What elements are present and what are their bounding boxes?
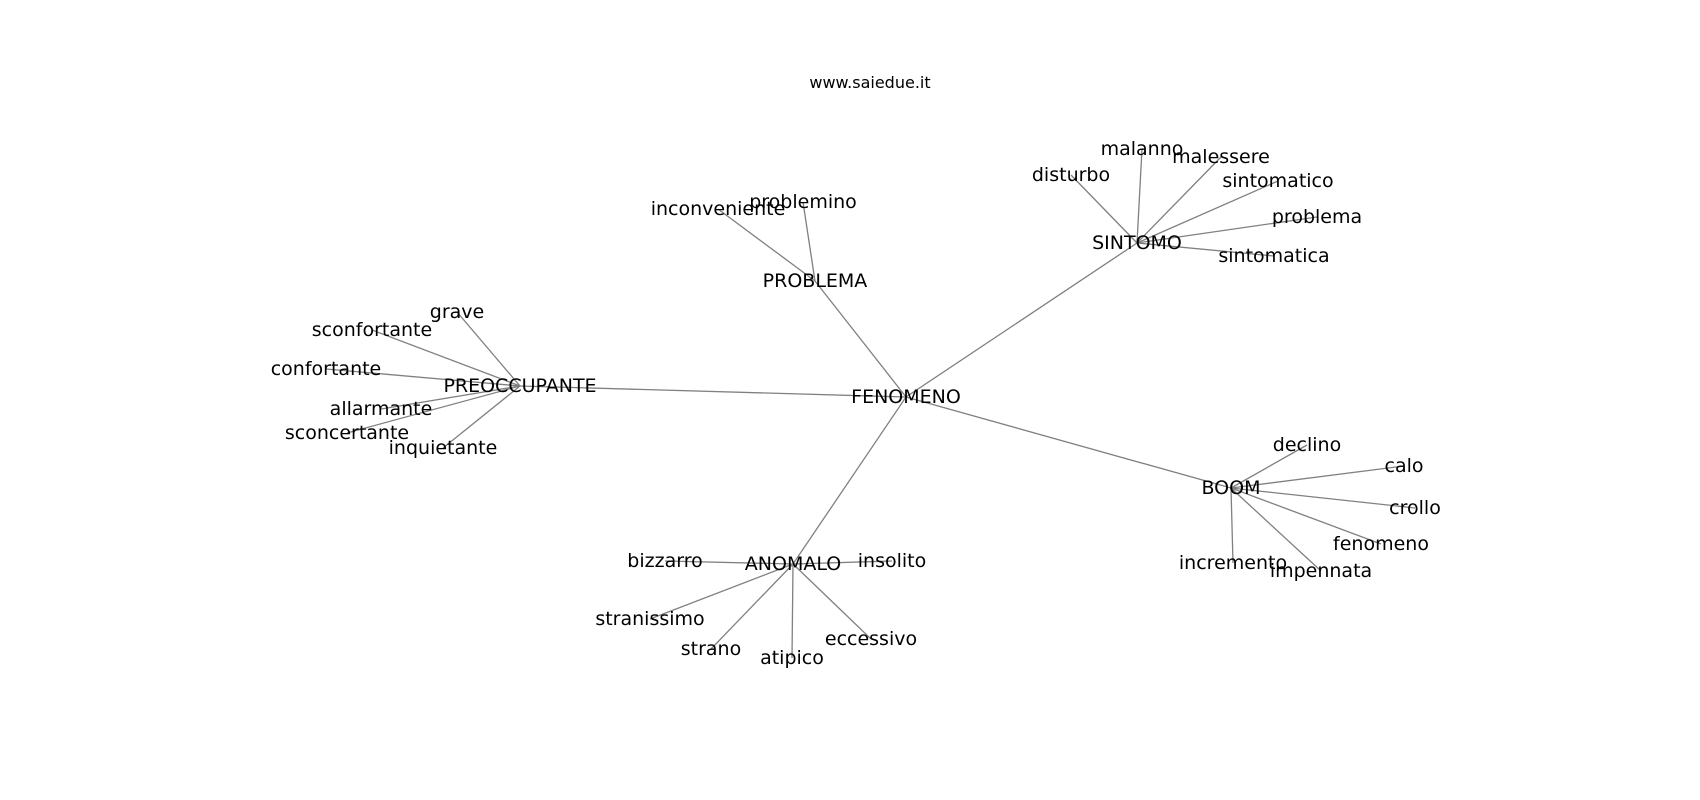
edge-boom-declino — [1230, 444, 1308, 489]
edge-fenomeno_hub-problema_hub — [814, 280, 907, 398]
edge-anomalo-insolito — [792, 560, 893, 565]
node-label-allarmante: allarmante — [330, 398, 433, 420]
edge-boom-fenomeno_leaf — [1230, 487, 1382, 545]
edge-sintomo-problema_leaf — [1136, 216, 1318, 244]
edge-preoccupante-grave — [456, 311, 521, 387]
node-label-impennata: impennata — [1270, 560, 1372, 582]
node-label-malessere: malessere — [1172, 146, 1270, 168]
node-label-sintomo: SINTOMO — [1092, 232, 1182, 254]
edge-sintomo-sintomatica — [1136, 242, 1275, 257]
node-label-stranissimo: stranissimo — [595, 608, 704, 630]
node-label-sintomatico: sintomatico — [1222, 170, 1333, 192]
edge-fenomeno_hub-sintomo — [905, 242, 1138, 398]
node-label-bizzarro: bizzarro — [627, 550, 702, 572]
node-label-grave: grave — [430, 301, 484, 323]
node-label-problema_hub: PROBLEMA — [763, 270, 868, 292]
node-label-declino: declino — [1273, 434, 1341, 456]
edge-boom-incremento — [1230, 487, 1234, 564]
node-label-atipico: atipico — [760, 647, 824, 669]
node-label-inconveniente: inconveniente — [651, 198, 786, 220]
node-label-insolito: insolito — [858, 550, 926, 572]
node-label-confortante: confortante — [271, 358, 382, 380]
node-label-preoccupante: PREOCCUPANTE — [443, 375, 596, 397]
edge-problema_hub-problemino — [802, 201, 816, 282]
node-label-problema_leaf: problema — [1272, 206, 1362, 228]
node-label-eccessivo: eccessivo — [825, 628, 917, 650]
node-label-calo: calo — [1385, 455, 1424, 477]
edge-anomalo-atipico — [791, 563, 794, 659]
edge-boom-calo — [1230, 465, 1405, 489]
edge-preoccupante-confortante — [325, 368, 521, 387]
edge-anomalo-eccessivo — [792, 563, 872, 640]
node-label-fenomeno_hub: FENOMENO — [851, 386, 961, 408]
edge-preoccupante-sconcertante — [346, 385, 521, 434]
edge-fenomeno_hub-boom — [905, 396, 1232, 489]
edge-boom-crollo — [1230, 487, 1416, 509]
edge-preoccupante-inquietante — [442, 385, 521, 449]
site-title: www.saiedue.it — [809, 73, 930, 92]
edge-fenomeno_hub-preoccupante — [519, 385, 907, 398]
node-label-problemino: problemino — [749, 191, 857, 213]
edge-boom-impennata — [1230, 487, 1322, 572]
node-label-boom: BOOM — [1201, 477, 1260, 499]
node-label-incremento: incremento — [1179, 552, 1287, 574]
node-label-sintomatica: sintomatica — [1218, 245, 1329, 267]
node-label-malanno: malanno — [1101, 138, 1184, 160]
edge-anomalo-stranissimo — [649, 563, 794, 620]
edge-problema_hub-inconveniente — [717, 208, 816, 282]
node-label-sconcertante: sconcertante — [285, 422, 409, 444]
edge-preoccupante-allarmante — [380, 385, 521, 410]
node-label-crollo: crollo — [1389, 497, 1441, 519]
edge-sintomo-malessere — [1136, 156, 1222, 244]
node-label-anomalo: ANOMALO — [745, 553, 841, 575]
edges-group — [325, 148, 1416, 659]
node-label-strano: strano — [681, 638, 741, 660]
edge-sintomo-malanno — [1136, 148, 1143, 244]
node-label-inquietante: inquietante — [389, 437, 498, 459]
nodes-group: FENOMENO SINTOMO PROBLEMA PREOCCUPANTE ANOMA… — [271, 138, 1441, 669]
edge-anomalo-strano — [710, 563, 794, 650]
edge-anomalo-bizzarro — [664, 560, 794, 565]
node-label-disturbo: disturbo — [1032, 164, 1110, 186]
node-label-sconfortante: sconfortante — [312, 319, 432, 341]
edge-fenomeno_hub-anomalo — [792, 396, 907, 565]
node-label-fenomeno_leaf: fenomeno — [1333, 533, 1429, 555]
edge-sintomo-sintomatico — [1136, 180, 1279, 244]
edge-sintomo-disturbo — [1070, 174, 1138, 244]
edge-preoccupante-sconfortante — [371, 329, 521, 387]
